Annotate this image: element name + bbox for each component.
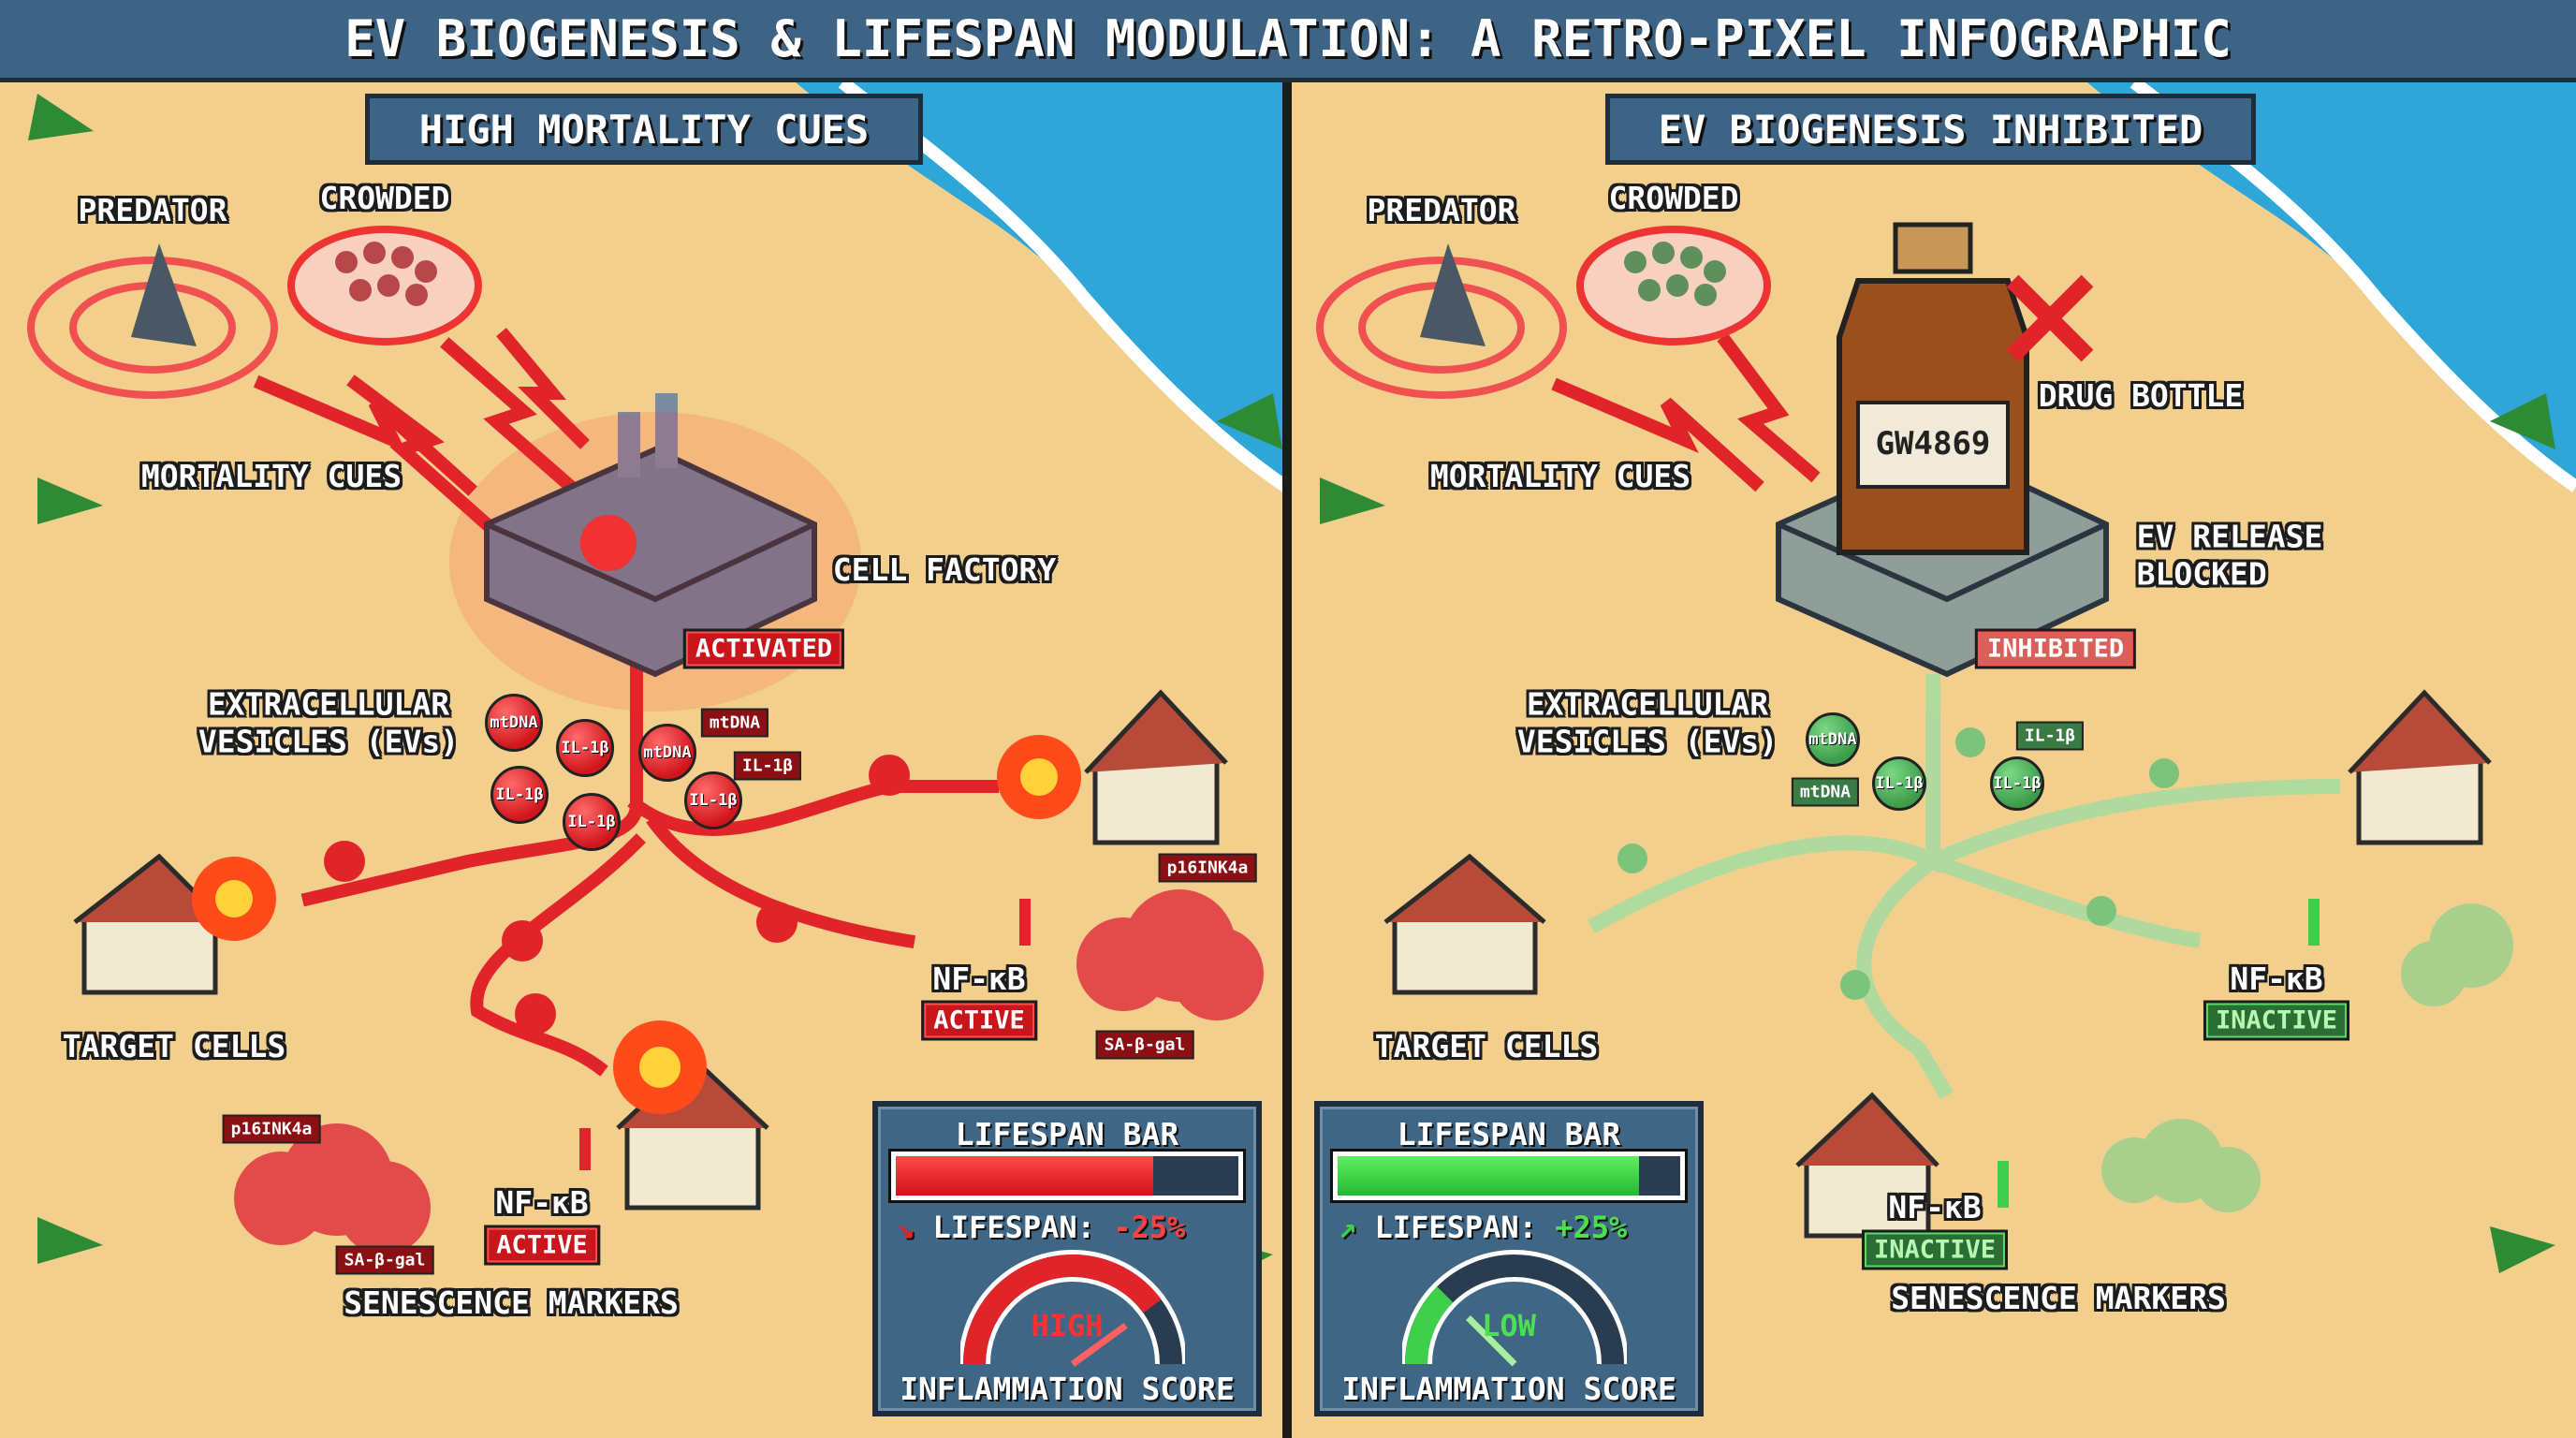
lifespan-bar [1330,1149,1688,1203]
inflammation-gauge [960,1250,1185,1367]
nfkb-label: NF-κB [932,961,1026,998]
factory-status-badge: ACTIVATED [682,628,845,669]
gauge-label: HIGH [1031,1308,1104,1343]
nfkb-status-badge: ACTIVE [484,1225,600,1266]
lifespan-line: ↘ LIFESPAN: -25% [897,1210,1185,1245]
ev-bubble: mtDNA [1806,712,1860,767]
lifespan-bar-title: LIFESPAN BAR [1397,1116,1621,1152]
ev-bubble: IL-1β [490,766,549,824]
evs-label: EXTRACELLULAR VESICLES (EVs) [1516,685,1778,759]
arrow-up-icon: ↗ [1339,1210,1357,1245]
predator-icon [27,243,278,399]
lifespan-bar-fill [896,1156,1153,1196]
predator-icon [1316,243,1567,399]
senescence-cloud-icon [234,889,1264,1255]
lifespan-bar [888,1149,1246,1203]
gauge-needle [1466,1315,1517,1367]
p16-tag: p16INK4a [1158,853,1257,883]
drug-name: GW4869 [1875,425,1991,462]
nfkb-status-badge: INACTIVE [2203,1000,2350,1041]
inflammation-score-label: INFLAMMATION SCORE [1341,1371,1676,1407]
crowded-label: CROWDED [1608,180,1739,217]
nfkb-label: NF-κB [2230,961,2323,998]
divider [1282,82,1292,1438]
crowded-label: CROWDED [319,180,450,217]
ev-bubble: IL-1β [556,719,614,777]
ev-tag: mtDNA [1791,777,1860,807]
target-cells-label: TARGET CELLS [1374,1028,1599,1065]
crowd-icon [287,226,482,345]
lifespan-panel-right: LIFESPAN BAR ↗ LIFESPAN: +25% LOW INFLAM… [1314,1101,1704,1416]
senescence-markers-label: SENESCENCE MARKERS [344,1284,679,1322]
drug-bottle-icon [1837,222,2029,555]
ev-tag: IL-1β [733,751,802,781]
ev-bubble: IL-1β [563,793,621,851]
inflammation-score-label: INFLAMMATION SCORE [900,1371,1235,1407]
lifespan-label: LIFESPAN: [932,1210,1095,1245]
crowd-icon [1576,226,1771,345]
left-header: HIGH MORTALITY CUES [365,94,923,165]
lifespan-bar-title: LIFESPAN BAR [955,1116,1179,1152]
ev-bubble: IL-1β [1872,756,1926,811]
nfkb-label: NF-κB [495,1184,589,1222]
ev-tag: mtDNA [700,708,769,738]
right-header: EV BIOGENESIS INHIBITED [1605,94,2256,165]
mortality-cues-label: MORTALITY CUES [1429,458,1691,495]
evs-label: EXTRACELLULAR VESICLES (EVs) [198,685,460,759]
ev-bubble: IL-1β [1990,756,2044,811]
nfkb-label: NF-κB [1888,1189,1982,1226]
ev-release-blocked-label: EV RELEASE BLOCKED [2136,518,2323,592]
predator-label: PREDATOR [1367,192,1516,229]
senescence-markers-label: SENESCENCE MARKERS [1891,1280,2226,1317]
target-cells-label: TARGET CELLS [62,1028,286,1065]
lifespan-label: LIFESPAN: [1374,1210,1537,1245]
gauge-needle [1070,1323,1128,1367]
x-mark-icon [2006,274,2094,362]
arrow-down-icon: ↘ [897,1210,915,1245]
mortality-cues-label: MORTALITY CUES [140,458,402,495]
lifespan-panel-left: LIFESPAN BAR ↘ LIFESPAN: -25% HIGH INFLA… [872,1101,1262,1416]
inflammation-gauge [1402,1250,1627,1367]
factory-status-badge: INHIBITED [1974,628,2137,669]
ev-bubble: mtDNA [485,694,543,752]
nfkb-status-badge: ACTIVE [921,1000,1037,1041]
sa-bgal-tag: SA-β-gal [1095,1030,1194,1060]
p16-tag: p16INK4a [222,1114,321,1144]
faded-cloud-icon [2101,903,2513,1212]
cell-factory-label: CELL FACTORY [832,551,1057,589]
drug-bottle-label: DRUG BOTTLE [2038,377,2244,415]
ev-bubble: IL-1β [684,771,742,829]
lifespan-value: -25% [1113,1210,1186,1245]
predator-label: PREDATOR [78,192,227,229]
ev-bubble: mtDNA [638,724,696,782]
ev-tag: IL-1β [2015,721,2085,751]
page-title: EV BIOGENESIS & LIFESPAN MODULATION: A R… [0,0,2576,82]
lifespan-line: ↗ LIFESPAN: +25% [1339,1210,1627,1245]
lifespan-value: +25% [1555,1210,1628,1245]
lifespan-bar-fill [1338,1156,1640,1196]
gauge-label: LOW [1482,1308,1536,1343]
sa-bgal-tag: SA-β-gal [335,1245,434,1275]
nfkb-status-badge: INACTIVE [1861,1229,2009,1270]
